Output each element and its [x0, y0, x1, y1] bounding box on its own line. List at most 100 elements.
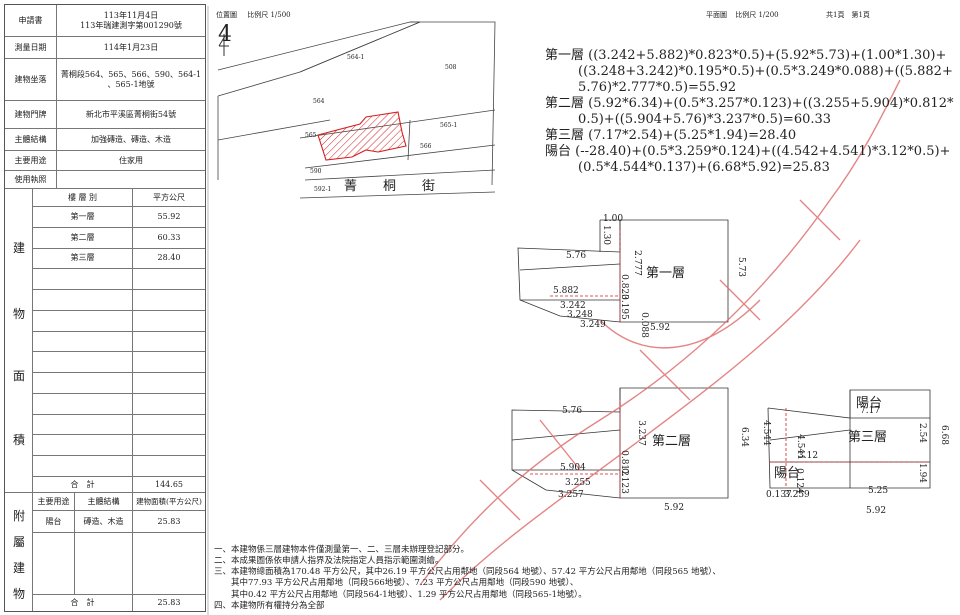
formula-line: 陽台 (--28.40)+(0.5*3.259*0.124)+((4.542+4… — [545, 144, 951, 159]
floor-row-area — [133, 311, 205, 332]
floor-row-name — [33, 373, 133, 394]
floor-row-name: 第二層 — [33, 227, 133, 249]
annex-char-1: 附 — [13, 509, 26, 523]
dimension-label: 5.73 — [736, 256, 747, 278]
parcel-label-565: 565 — [305, 132, 317, 139]
parcel-divider — [407, 119, 411, 161]
dimension-label: 3.242 — [560, 301, 586, 311]
floor-row-area — [133, 269, 205, 290]
location-map — [217, 21, 496, 199]
floor-row-name — [33, 435, 133, 456]
annex-char-3: 建 — [13, 561, 26, 575]
survey-date-label: 測量日期 — [5, 37, 57, 59]
parcel-label-592-1: 592-1 — [314, 186, 332, 193]
floor-plan-third — [767, 389, 931, 489]
dimension-label: 0.137 — [766, 490, 792, 500]
floor-plan-first — [517, 219, 729, 323]
parcel-boundary-north — [217, 21, 421, 97]
dimension-label: 4.544 — [760, 420, 771, 446]
parcel-label-566: 566 — [420, 143, 432, 150]
dimension-label: 0.195 — [618, 294, 629, 320]
annex-empty-use — [33, 533, 75, 595]
building-area-char-1: 建 — [13, 241, 26, 255]
note-line: 三、本建物總面積為170.48 平方公尺，其中26.19 平方公尺占用鄰地（同段… — [214, 567, 721, 577]
location-line-1: 菁桐段564、565、566、590、564-1 — [60, 69, 202, 79]
north-arrow-icon — [218, 34, 229, 56]
annex-char-4: 物 — [13, 587, 26, 601]
application-label: 申請書 — [5, 5, 57, 37]
annex-char-2: 屬 — [13, 535, 26, 549]
floor-row-name — [33, 414, 133, 436]
structure-label: 主體結構 — [5, 129, 57, 151]
dimension-label: 7.17 — [860, 406, 881, 416]
note-line: 二、本成果圖係依申請人指界及法院指定人員指示範圍測繪。 — [214, 556, 444, 566]
application-number: 113年瑞建測字第001290號 — [80, 20, 182, 30]
building-area-char-2: 物 — [13, 307, 26, 321]
area-header: 平方公尺 — [133, 189, 205, 207]
formula-line: 第二層 (5.92*6.34)+(0.5*3.257*0.123)+((3.25… — [545, 96, 954, 111]
floor-row-area — [133, 435, 205, 456]
annex-header-use: 主要用途 — [33, 493, 75, 511]
parcel-564-1-line — [299, 21, 421, 73]
dimension-label: 0.088 — [638, 312, 649, 338]
annex-header-area: 建物面積(平方公尺) — [133, 493, 205, 511]
use-value: 住家用 — [57, 151, 205, 171]
survey-date-value: 114年1月23日 — [57, 37, 205, 59]
dimension-label: 5.76 — [562, 406, 583, 416]
first-floor-label: 第一層 — [646, 266, 686, 281]
floor-row-name — [33, 393, 133, 415]
location-label: 建物坐落 — [5, 59, 57, 101]
formula-line: 5.76)*2.777*0.5)=55.92 — [545, 80, 737, 95]
second-floor-label: 第二層 — [652, 434, 692, 449]
use-label: 主要用途 — [5, 151, 57, 171]
floor-row-name — [33, 456, 133, 477]
location-line-2: 、565-1地號 — [107, 79, 155, 89]
dimension-label: 1.94 — [917, 462, 928, 484]
parcel-label-590: 590 — [310, 168, 322, 175]
dimension-label: 5.882 — [553, 286, 579, 296]
annex-total-value: 25.83 — [157, 598, 181, 607]
parcel-label-564-1: 564-1 — [347, 54, 365, 61]
floor-row-area: 60.33 — [133, 228, 205, 249]
annex-row-structure: 磚造、木造 — [75, 511, 133, 533]
license-label: 使用執照 — [5, 171, 57, 189]
license-value — [57, 171, 205, 189]
building-area-char-3: 面 — [13, 369, 26, 383]
dimension-label: 5.76 — [566, 251, 587, 261]
floor-row-area — [133, 290, 205, 311]
balcony-label-bottom: 陽台 — [774, 466, 801, 481]
parcel-label-564: 564 — [313, 98, 325, 105]
floor-row-area — [133, 373, 205, 394]
parcel-label-565-1: 565-1 — [440, 122, 458, 129]
floor-header: 樓 層 別 — [33, 189, 133, 207]
location-map-scale: 比例尺 1/500 — [247, 11, 291, 19]
plan-pages: 共1頁 第1頁 — [826, 11, 870, 19]
annex-row-area: 25.83 — [133, 511, 205, 533]
floor-row-name: 第三層 — [33, 248, 133, 270]
total-label: 合 計 — [33, 477, 133, 493]
parcel-565-line — [217, 119, 331, 141]
plan-title-text: 平面圖 — [706, 11, 727, 19]
watermark-stamp — [419, 79, 901, 601]
application-date: 113年11月4日 — [103, 10, 159, 20]
parcel-label-508: 508 — [445, 64, 457, 71]
annex-empty-structure — [75, 533, 133, 595]
dimension-label: 2.777 — [631, 250, 642, 276]
note-line: 其中0.42 平方公尺占用鄰地（同段564-1地號）、1.29 平方公尺占用鄰地… — [214, 590, 587, 600]
floor-row-name — [33, 269, 133, 290]
location-map-title: 位置圖 比例尺 1/500 — [216, 10, 291, 20]
floor-row-area: 28.40 — [133, 249, 205, 270]
floor-row-area — [133, 394, 205, 415]
floor-row-area — [133, 352, 205, 373]
note-line: 四、本建物所有權持分為全部 — [214, 601, 325, 611]
dimension-label: 6.68 — [939, 424, 950, 446]
annex-row-use: 陽台 — [33, 511, 75, 533]
door-value: 新北市平溪區菁桐街54號 — [57, 101, 205, 129]
floor-row-area — [133, 415, 205, 436]
parcel-boundary-east — [410, 21, 496, 186]
formula-line: 第三層 (7.17*2.54)+(5.25*1.94)=28.40 — [545, 128, 797, 143]
dimension-label: 3.248 — [567, 310, 593, 320]
dimension-label: 5.92 — [866, 506, 887, 516]
plan-title: 平面圖 比例尺 1/200 — [706, 10, 779, 20]
